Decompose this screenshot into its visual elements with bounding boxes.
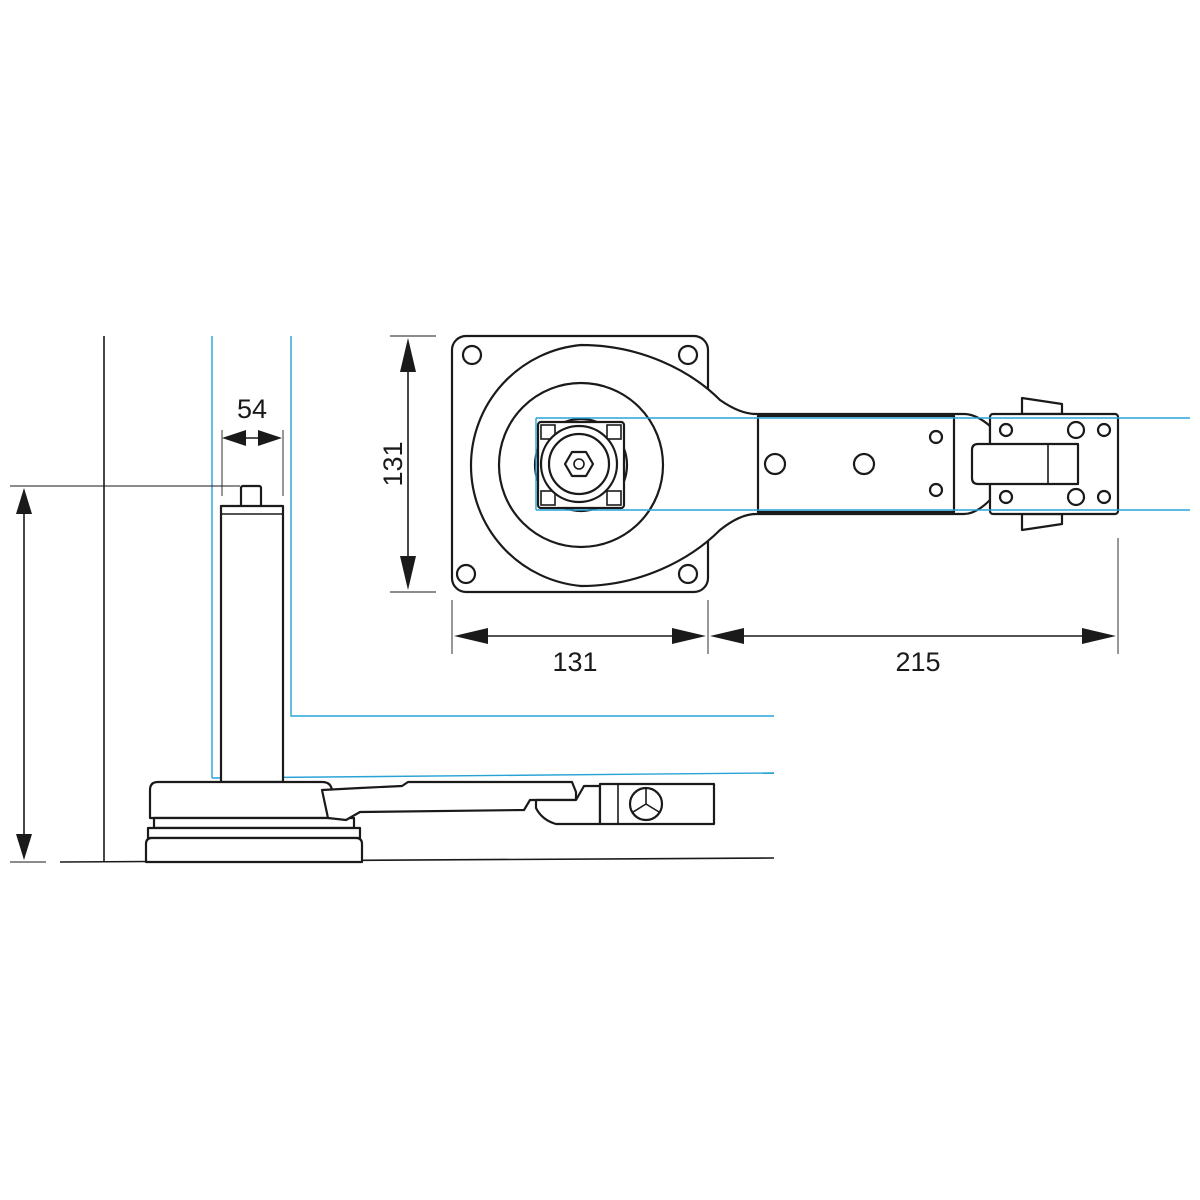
dim-131h-arrow-left: [454, 628, 488, 644]
cam-cross-lines: [632, 789, 660, 813]
top-view: 131 131 215: [378, 334, 1190, 677]
bracket-hole-3: [1096, 422, 1112, 438]
spindle-corner-tr: [606, 424, 622, 440]
spindle-corner-tl: [540, 424, 556, 440]
bracket-hole-2: [1066, 420, 1086, 440]
dim-131v-label: 131: [378, 441, 408, 486]
dim-131v-arrow-top: [400, 338, 416, 372]
bracket-latch: [970, 442, 1080, 486]
plate-hole-bottom-left: [455, 563, 477, 585]
bracket-hole-1: [998, 422, 1014, 438]
glass-outline-guide: [290, 336, 774, 717]
height-arrow-top: [16, 488, 32, 514]
dim-131h-label: 131: [552, 647, 597, 677]
dim-215-arrow-left: [710, 628, 744, 644]
arm-hole-small-top: [928, 429, 944, 445]
dim-131h-arrow-right: [672, 628, 706, 644]
bracket-hole-6: [1096, 489, 1112, 505]
bracket-hole-5: [1066, 487, 1086, 507]
height-arrow-bottom: [16, 834, 32, 860]
hex-nut-bore: [573, 458, 585, 470]
dim-54-label: 54: [237, 394, 267, 424]
bracket-tab-top: [1020, 396, 1064, 416]
housing-foot: [146, 826, 362, 840]
plate-hole-bottom-right: [677, 563, 699, 585]
bracket-hole-4: [998, 489, 1014, 505]
plate-hole-top-right: [677, 344, 699, 366]
side-arm-tip: [534, 784, 602, 826]
dim-54-arrow-right: [258, 430, 282, 446]
dim-131v-arrow-bottom: [400, 556, 416, 590]
arm-hole-small-bottom: [928, 482, 944, 498]
plate-hole-top-left: [461, 344, 483, 366]
dim-215-label: 215: [895, 647, 940, 677]
bracket-tab-bottom: [1020, 512, 1064, 532]
pivot-shaft: [219, 504, 285, 784]
floor-spring-housing: [148, 780, 334, 820]
spindle-corner-bl: [540, 490, 556, 506]
pivot-pin: [239, 484, 263, 510]
dim-215-arrow-right: [1082, 628, 1116, 644]
arm-hole-left: [763, 452, 787, 476]
hex-nut-icon: [563, 450, 595, 478]
housing-base: [144, 836, 364, 864]
dim-54-arrow-left: [222, 430, 246, 446]
arm-hole-center: [852, 452, 876, 476]
spindle-corner-br: [606, 490, 622, 506]
door-bottom-guide: [211, 772, 775, 779]
housing-ring: [152, 816, 356, 830]
side-view: 54: [10, 336, 775, 864]
